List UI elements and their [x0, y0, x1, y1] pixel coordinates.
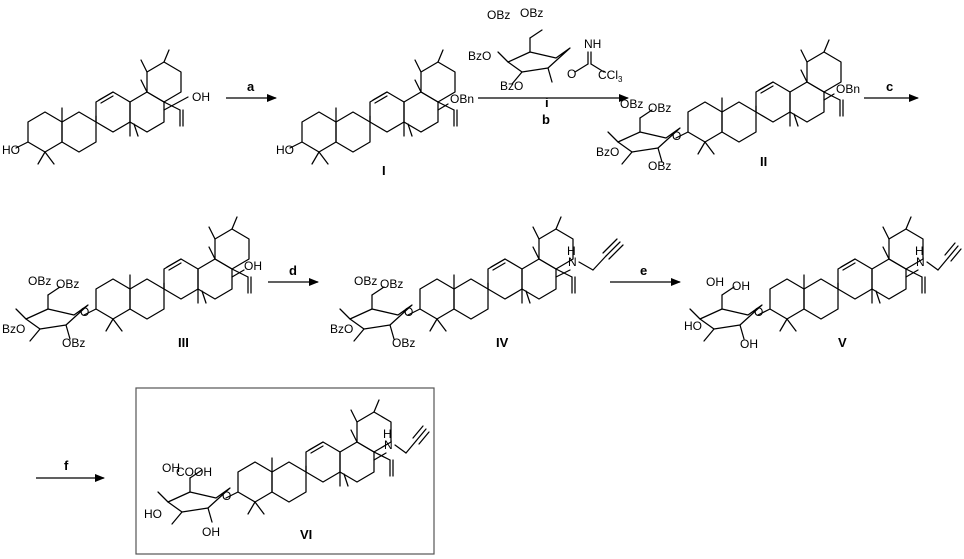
label-obz: OBz: [380, 277, 403, 291]
step-f-label: f: [64, 458, 69, 473]
label-obn: OBn: [450, 92, 474, 106]
label-ho: HO: [276, 143, 294, 157]
label-oh: OH: [162, 461, 180, 475]
label-ho: HO: [684, 319, 702, 333]
step-a-label: a: [247, 79, 255, 94]
label-n: N: [568, 255, 577, 269]
compound-VI: N H O OH COOH HO OH VI: [144, 399, 430, 542]
reagent-label-i: i: [545, 95, 549, 110]
label-obz: OBz: [648, 101, 671, 115]
label-n: N: [384, 438, 393, 452]
label-o: O: [222, 489, 231, 503]
label-h: H: [383, 427, 392, 441]
label-bzo: BzO: [500, 79, 523, 93]
product-box: [135, 387, 435, 555]
label-ho: HO: [144, 507, 162, 521]
label-obz: OBz: [520, 6, 543, 20]
label-obn: OBn: [836, 82, 860, 96]
label-ccl3: CCl3: [598, 68, 623, 84]
label-obz: OBz: [28, 274, 51, 288]
compound-label-I: I: [382, 163, 386, 178]
label-n: N: [916, 255, 925, 269]
label-bzo: BzO: [468, 49, 491, 63]
compound-label-II: II: [760, 154, 767, 169]
label-oh: OH: [740, 337, 758, 351]
label-oh: OH: [732, 279, 750, 293]
step-e-label: e: [640, 263, 647, 278]
label-bzo: BzO: [596, 145, 619, 159]
reagent-i: OBz OBz BzO BzO O NH CCl3 i: [468, 6, 623, 110]
label-oh: OH: [192, 90, 210, 104]
label-obz: OBz: [354, 274, 377, 288]
label-oh: OH: [706, 275, 724, 289]
label-o: O: [404, 305, 413, 319]
label-obz: OBz: [620, 97, 643, 111]
compound-label-IV: IV: [496, 335, 509, 350]
step-c-label: c: [886, 79, 893, 94]
compound-III: OH O OBz OBz BzO OBz III: [2, 216, 262, 350]
label-o: O: [80, 305, 89, 319]
compound-label-III: III: [178, 335, 189, 350]
step-b-label: b: [542, 112, 550, 127]
label-o: O: [754, 305, 763, 319]
compound-V: N H O OH OH HO OH V: [684, 216, 962, 351]
label-o: O: [672, 129, 681, 143]
label-bzo: BzO: [330, 322, 353, 336]
label-oh: OH: [202, 525, 220, 539]
label-o: O: [567, 67, 576, 81]
label-nh: NH: [584, 37, 601, 51]
label-cooh: COOH: [176, 465, 212, 479]
starting-material: OH HO: [2, 49, 210, 165]
label-h: H: [567, 244, 576, 258]
step-d-label: d: [289, 263, 297, 278]
label-h: H: [915, 244, 924, 258]
label-obz: OBz: [56, 277, 79, 291]
compound-I: OBn HO I: [276, 49, 474, 178]
label-ho: HO: [2, 143, 20, 157]
compound-II: OBn O OBz OBz BzO OBz II: [596, 39, 860, 173]
compound-label-VI: VI: [300, 527, 312, 542]
label-obz: OBz: [487, 8, 510, 22]
label-oh: OH: [244, 259, 262, 273]
label-obz: OBz: [648, 159, 671, 173]
compound-label-V: V: [838, 335, 847, 350]
label-obz: OBz: [62, 336, 85, 350]
compound-IV: N H O OBz OBz BzO OBz IV: [330, 216, 624, 350]
label-obz: OBz: [392, 336, 415, 350]
label-bzo: BzO: [2, 322, 25, 336]
